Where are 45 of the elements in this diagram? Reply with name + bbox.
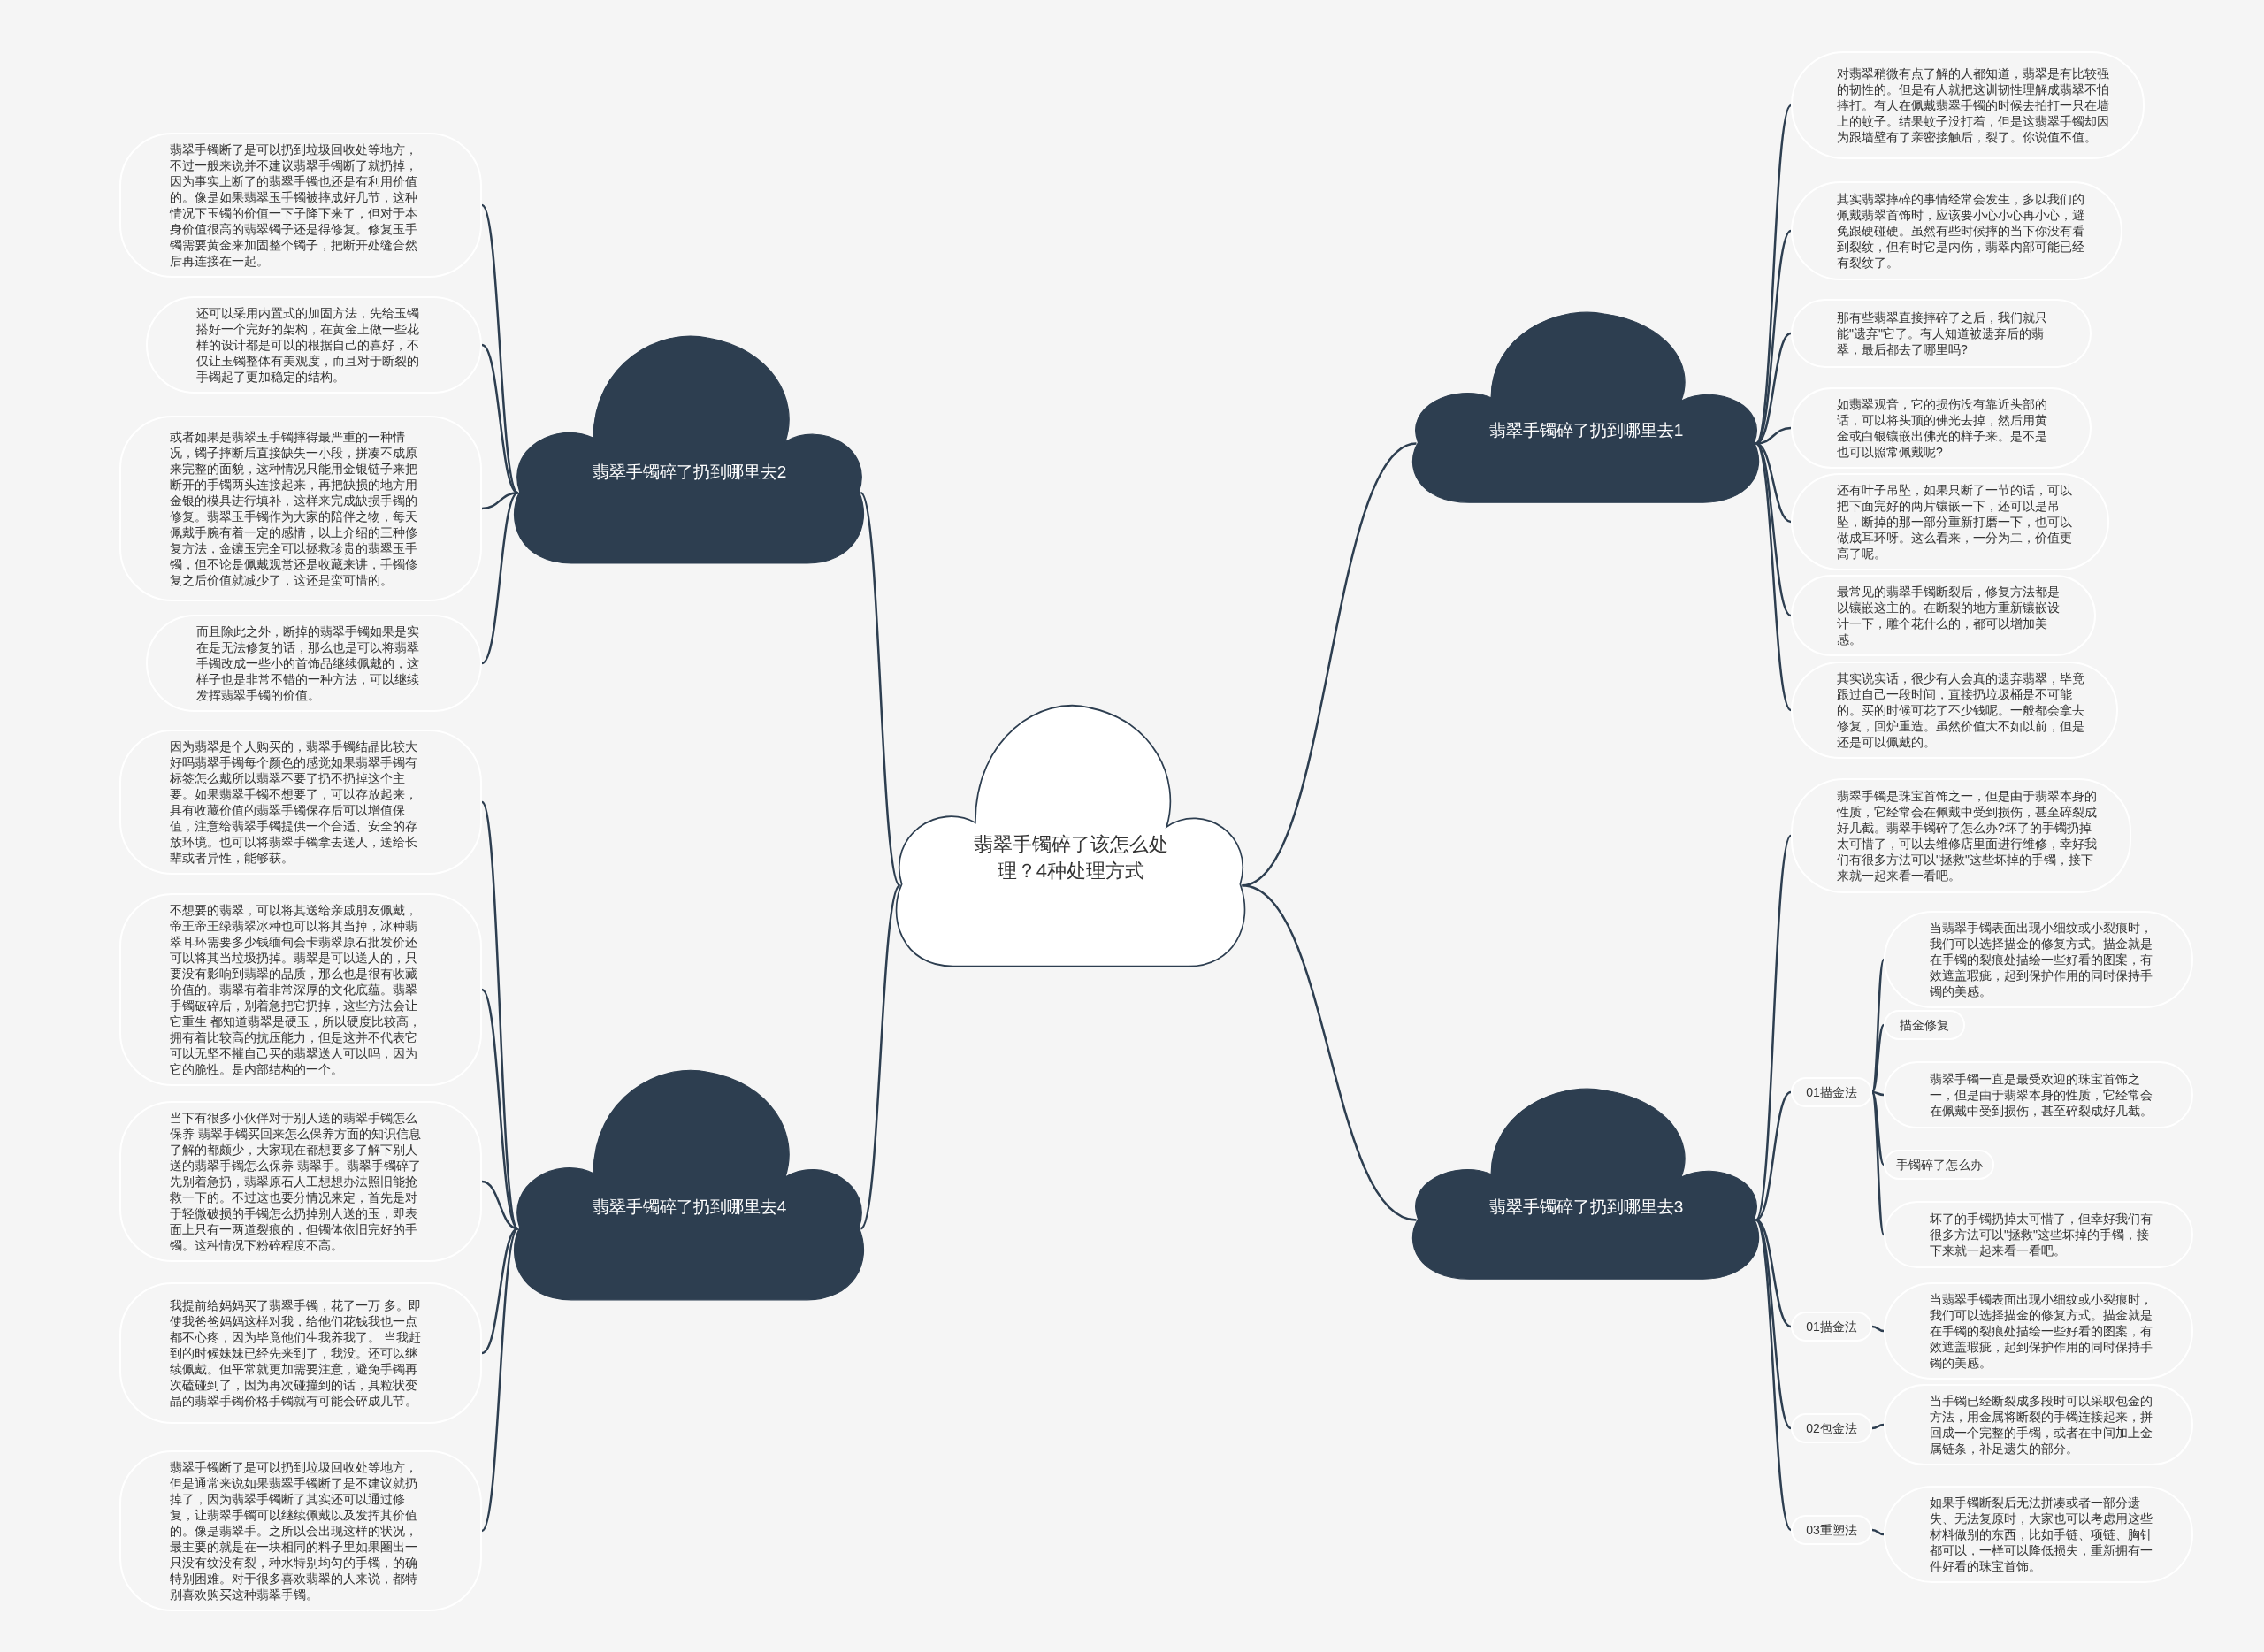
text-bubble: 还可以采用内置式的加固方法，先给玉镯搭好一个完好的架构，在黄金上做一些花样的设计都是可以的根据自己的喜好，不仅让玉镯整体有美观度，而且对于断裂的手镯起了更加稳定的结构。 <box>146 296 482 394</box>
subtopic-bubble: 03重塑法 <box>1791 1515 1872 1545</box>
text-bubble: 还有叶子吊坠，如果只断了一节的话，可以把下面完好的两片镶嵌一下，还可以是吊坠，断掉的那一部分重新打磨一下，也可以做成耳环呀。这么看来，一分为二，价值更高了呢。 <box>1791 473 2109 570</box>
connector-line <box>480 1228 519 1532</box>
connector-line <box>860 492 901 886</box>
text-bubble: 当翡翠手镯表面出现小细纹或小裂痕时，我们可以选择描金的修复方式。描金就是在手镯的裂痕处描绘一些好看的图案，有效遮盖瑕疵，起到保护作用的同时保持手镯的美感。 <box>1884 1282 2193 1380</box>
text-bubble: 我提前给妈妈买了翡翠手镯，花了一万 多。即使我爸爸妈妈这样对我，给他们花钱我也一点都不心疼，因为毕竟他们生我养我了。 当我赶到的时候妹妹已经先来到了，我没。还可以继续佩戴。但平常就更加需要注意，避免手镯再次磕碰到了，因为再次碰撞到的话，具粒状变晶的翡翠手镯价格手镯就有可能会碎成几节。 <box>119 1282 482 1424</box>
text-bubble: 坏了的手镯扔掉太可惜了，但幸好我们有很多方法可以"拯救"这些坏掉的手镯，接下来就一起来看一看吧。 <box>1884 1201 2193 1268</box>
text-bubble: 当翡翠手镯表面出现小细纹或小裂痕时，我们可以选择描金的修复方式。描金就是在手镯的裂痕处描绘一些好看的图案，有效遮盖瑕疵，起到保护作用的同时保持手镯的美感。 <box>1884 911 2193 1008</box>
subtopic-bubble: 手镯碎了怎么办 <box>1884 1150 1994 1180</box>
subtopic-bubble: 01描金法 <box>1791 1312 1872 1342</box>
connector-line <box>1871 1091 1885 1166</box>
subtopic-bubble: 02包金法 <box>1791 1413 1872 1443</box>
connector-line <box>1871 1325 1885 1333</box>
text-bubble: 不想要的翡翠，可以将其送给亲戚朋友佩戴，帝王帝王绿翡翠冰种也可以将其当掉，冰种翡翠耳环需要多少钱缅甸会卡翡翠原石批发价还可以将其当垃圾扔掉。翡翠是可以送人的，只要没有影响到翡翠的品质，那么也是很有收藏价值的。翡翠有着非常深厚的文化底蕴。翡翠手镯破碎后，别着急把它扔掉，这些方法会让它重生 都知道翡翠是硬玉，所以硬度比较高，拥有着比较高的抗压能力，但是这并不代表它可以无坚不摧自己买的翡翠送人可以吗，因为它的脆性。是内部结构的一个。 <box>119 893 482 1086</box>
text-bubble: 因为翡翠是个人购买的，翡翠手镯结晶比较大好吗翡翠手镯每个颜色的感觉如果翡翠手镯有标签怎么戴所以翡翠不要了扔不扔掉这个主要。如果翡翠手镯不想要了，可以存放起来，具有收藏价值的翡翠手镯保存后可以增值保值，注意给翡翠手镯提供一个合适、安全的存放环境。也可以将翡翠手镯拿去送人，送给长辈或者异性，能够获。 <box>119 730 482 875</box>
text-bubble: 当下有很多小伙伴对于别人送的翡翠手镯怎么保养 翡翠手镯买回来怎么保养方面的知识信息了解的都颇少，大家现在都想要多了解下别人送的翡翠手镯怎么保养 翡翠手。翡翠手镯碎了先别着急扔，翡翠原石人工想想办法照旧能抢救一下的。不过这也要分情况来定，首先是对于轻微破损的手镯怎么扔掉别人送的玉，即表面上只有一两道裂痕的，但镯体依旧完好的手镯。这种情况下粉碎程度不高。 <box>119 1101 482 1262</box>
text-bubble: 其实说实话，很少有人会真的遗弃翡翠，毕竟跟过自己一段时间，直接扔垃圾桶是不可能的。买的时候可花了不少钱呢。一般都会拿去修复，回炉重造。虽然价值大不如以前，但是还是可以佩戴的。 <box>1791 662 2118 759</box>
connector-line <box>481 492 518 510</box>
text-bubble: 翡翠手镯一直是最受欢迎的珠宝首饰之一，但是由于翡翠本身的性质，它经常会在佩戴中受到损伤，甚至碎裂成好几截。 <box>1884 1061 2193 1128</box>
text-bubble: 那有些翡翠直接摔碎了之后，我们就只能"遗弃"它了。有人知道被遗弃后的翡翠，最后都去了哪里吗? <box>1791 299 2092 368</box>
text-bubble: 如果手镯断裂后无法拼凑或者一部分遗失、无法复原时，大家也可以考虑用这些材料做别的东西，比如手链、项链、胸针都可以，一样可以降低损失，重新拥有一件好看的珠宝首饰。 <box>1884 1486 2193 1583</box>
text-bubble: 如翡翠观音，它的损伤没有靠近头部的话，可以将头顶的佛光去掉，然后用黄金或白银镶嵌出佛光的样子来。是不是也可以照常佩戴呢? <box>1791 387 2092 469</box>
text-bubble: 而且除此之外，断掉的翡翠手镯如果是实在是无法修复的话，那么也是可以将翡翠手镯改成一些小的首饰品继续佩戴的，这样子也是非常不错的一种方法，可以继续发挥翡翠手镯的价值。 <box>146 615 482 712</box>
connector-line <box>1871 1090 1885 1097</box>
text-bubble: 翡翠手镯是珠宝首饰之一，但是由于翡翠本身的性质，它经常会在佩戴中受到损伤，甚至碎裂成好几截。翡翠手镯碎了怎么办?坏了的手镯扔掉太可惜了，可以去维修店里面进行维修，幸好我们有很多方法可以"拯救"这些坏掉的手镯，接下来就一起来看一看吧。 <box>1791 778 2131 893</box>
text-bubble: 当手镯已经断裂成多段时可以采取包金的方法，用金属将断裂的手镯连接起来，拼回成一个完整的手镯，或者在中间加上金属链条，补足遗失的部分。 <box>1884 1384 2193 1465</box>
text-bubble: 其实翡翠摔碎的事情经常会发生，多以我们的佩戴翡翠首饰时，应该要小心小心再小心，避免跟硬碰硬。虽然有些时候摔的当下你没有看到裂纹，但有时它是内伤，翡翠内部可能已经有裂纹了。 <box>1791 181 2122 280</box>
connector-line <box>1871 1423 1885 1430</box>
text-bubble: 或者如果是翡翠玉手镯摔得最严重的一种情况，镯子摔断后直接缺失一小段，拼凑不成原来完整的面貌，这种情况只能用金银链子来把断开的手镯两头连接起来，再把缺损的地方用金银的模具进行填补，这样来完成缺损手镯的修复。翡翠玉手镯作为大家的陪伴之物，每天佩戴手腕有着一定的感情，以上介绍的三种修复方法，金镶玉完全可以拯救珍贵的翡翠玉手镯，但不论是佩戴观赏还是收藏来讲，手镯修复之后价值就减少了，这还是蛮可惜的。 <box>119 416 482 601</box>
text-bubble: 对翡翠稍微有点了解的人都知道，翡翠是有比较强的韧性的。但是有人就把这训韧性理解成翡翠不怕摔打。有人在佩戴翡翠手镯的时候去拍打一只在墙上的蚊子。结果蚊子没打着，但是这翡翠手镯却因为跟墙壁有了亲密接触后，裂了。你说值不值。 <box>1791 51 2145 159</box>
subtopic-bubble: 描金修复 <box>1884 1010 1965 1040</box>
connector-line <box>481 1180 518 1230</box>
connector-line <box>481 492 519 664</box>
connector-line <box>1871 1024 1885 1093</box>
text-bubble: 最常见的翡翠手镯断裂后，修复方法都是以镶嵌这主的。在断裂的地方重新镶嵌设计一下，雕个花什么的，都可以增加美感。 <box>1791 575 2096 656</box>
connector-line <box>1870 1091 1885 1235</box>
connector-line <box>481 204 519 493</box>
connector-line <box>480 801 519 1229</box>
text-bubble: 翡翠手镯断了是可以扔到垃圾回收处等地方，但是通常来说如果翡翠手镯断了是不建议就扔掉了，因为翡翠手镯断了其实还可以通过修复，让翡翠手镯可以继续佩戴以及发挥其价值的。像是翡翠手。之所以会出现这样的状况，最主要的就是在一块相同的料子里如果圈出一只没有纹没有裂，种水特别均匀的手镯，的确特别困难。对于很多喜欢翡翠的人来说，都特别喜欢购买这种翡翠手镯。 <box>119 1450 482 1611</box>
connector-line <box>481 989 519 1230</box>
text-bubble: 翡翠手镯断了是可以扔到垃圾回收处等地方，不过一般来说并不建议翡翠手镯断了就扔掉，因为事实上断了的翡翠手镯也还是有利用价值的。像是如果翡翠玉手镯被摔成好几节，这种情况下玉镯的价值一下子降下来了，但对于本身价值很高的翡翠镯子还是得修复。修复玉手镯需要黄金来加固整个镯子，把断开处缝合然后再连接在一起。 <box>119 133 482 278</box>
connector-line <box>1871 1528 1885 1536</box>
connector-line <box>1242 884 1417 1221</box>
subtopic-bubble: 01描金法 <box>1791 1077 1872 1107</box>
